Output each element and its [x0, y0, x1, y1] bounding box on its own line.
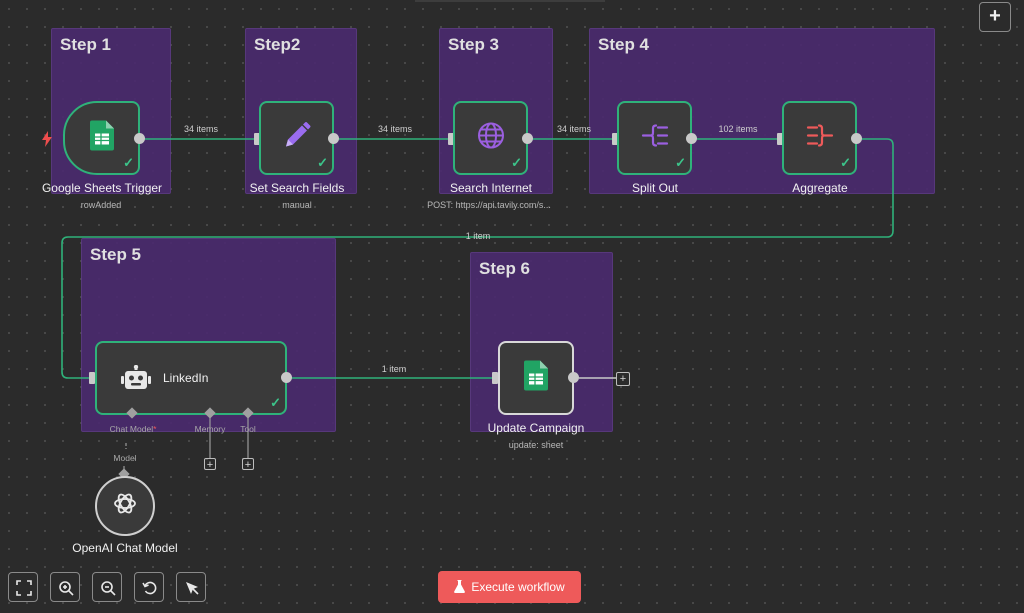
fit-view-button[interactable]	[8, 572, 38, 602]
node-label: LinkedIn	[163, 371, 209, 385]
execute-workflow-button[interactable]: Execute workflow	[438, 571, 581, 603]
node-update-campaign[interactable]	[498, 341, 574, 415]
openai-icon	[112, 491, 138, 522]
required-marker: *	[153, 424, 157, 434]
lightning-icon	[41, 131, 53, 152]
output-port[interactable]	[522, 133, 533, 144]
node-set-search-fields[interactable]: ✓	[259, 101, 334, 175]
reset-icon	[142, 581, 157, 595]
node-search-internet[interactable]: ✓	[453, 101, 528, 175]
success-check-icon: ✓	[675, 155, 686, 170]
robot-icon	[121, 364, 151, 398]
node-label: Google Sheets Trigger	[41, 181, 163, 195]
add-next-node-button[interactable]: +	[616, 372, 630, 386]
edge-label: 102 items	[718, 124, 758, 134]
zoom-in-icon	[59, 581, 74, 596]
google-sheets-icon	[524, 360, 548, 396]
input-port[interactable]	[777, 133, 783, 145]
node-subtitle: POST: https://api.tavily.com/s...	[427, 200, 551, 210]
success-check-icon: ✓	[317, 155, 328, 170]
output-port[interactable]	[851, 133, 862, 144]
node-aggregate[interactable]: ✓	[782, 101, 857, 175]
node-label: Split Out	[631, 181, 679, 195]
edge-label: 1 item	[465, 231, 491, 241]
cursor-icon	[186, 582, 199, 595]
split-out-icon	[640, 121, 670, 156]
success-check-icon: ✓	[270, 395, 281, 410]
edge-label: 34 items	[183, 124, 219, 134]
input-port[interactable]	[492, 372, 498, 384]
memory-port-label: Memory	[194, 424, 226, 434]
input-port[interactable]	[89, 372, 95, 384]
globe-icon	[476, 121, 506, 156]
input-port[interactable]	[612, 133, 618, 145]
output-port[interactable]	[134, 133, 145, 144]
node-label: OpenAI Chat Model	[72, 541, 178, 555]
sticky-title: Step 1	[60, 35, 112, 54]
node-label: Update Campaign	[487, 421, 585, 435]
edge-label: 34 items	[377, 124, 413, 134]
node-split-out[interactable]: ✓	[617, 101, 692, 175]
output-port[interactable]	[328, 133, 339, 144]
node-label: Aggregate	[792, 181, 848, 195]
success-check-icon: ✓	[511, 155, 522, 170]
input-port[interactable]	[254, 133, 260, 145]
output-port[interactable]	[281, 372, 292, 383]
pencil-icon	[282, 121, 312, 156]
tool-port-label: Tool	[240, 424, 256, 434]
add-memory-button[interactable]: +	[204, 458, 216, 471]
node-subtitle: rowAdded	[80, 200, 122, 210]
node-linkedin-agent[interactable]: LinkedIn ✓	[95, 341, 287, 415]
output-port[interactable]	[686, 133, 697, 144]
sticky-title: Step2	[254, 35, 301, 54]
reset-zoom-button[interactable]	[134, 572, 164, 602]
chat-model-port-text: Chat Model	[109, 424, 154, 434]
success-check-icon: ✓	[840, 155, 851, 170]
sticky-title: Step 4	[598, 35, 650, 54]
output-port[interactable]	[568, 372, 579, 383]
aggregate-icon	[805, 121, 835, 156]
edge-aggregate-to-linkedin	[61, 138, 894, 379]
execute-workflow-label: Execute workflow	[471, 580, 565, 594]
model-port-label: Model	[113, 453, 137, 463]
node-openai-chat-model[interactable]	[95, 476, 155, 536]
edge-label: 1 item	[381, 364, 407, 374]
success-check-icon: ✓	[123, 155, 134, 170]
sticky-title: Step 6	[479, 259, 531, 278]
edge-label: 34 items	[556, 124, 592, 134]
node-subtitle: manual	[282, 200, 312, 210]
google-sheets-icon	[89, 120, 114, 156]
zoom-out-icon	[101, 581, 116, 596]
sticky-title: Step 5	[90, 245, 142, 264]
sticky-title: Step 3	[448, 35, 500, 54]
node-label: Set Search Fields	[249, 181, 345, 195]
zoom-out-button[interactable]	[92, 572, 122, 602]
node-subtitle: update: sheet	[508, 440, 564, 450]
flask-icon	[454, 573, 466, 605]
add-tool-button[interactable]: +	[242, 458, 254, 471]
fit-view-icon	[16, 580, 32, 596]
input-port[interactable]	[448, 133, 454, 145]
node-google-sheets-trigger[interactable]: ✓	[63, 101, 140, 175]
chat-model-port-label: Chat Model*	[110, 424, 157, 434]
cursor-mode-button[interactable]	[176, 572, 206, 602]
top-border	[415, 0, 605, 2]
add-node-button[interactable]: +	[979, 2, 1011, 32]
node-label: Search Internet	[449, 181, 533, 195]
zoom-in-button[interactable]	[50, 572, 80, 602]
